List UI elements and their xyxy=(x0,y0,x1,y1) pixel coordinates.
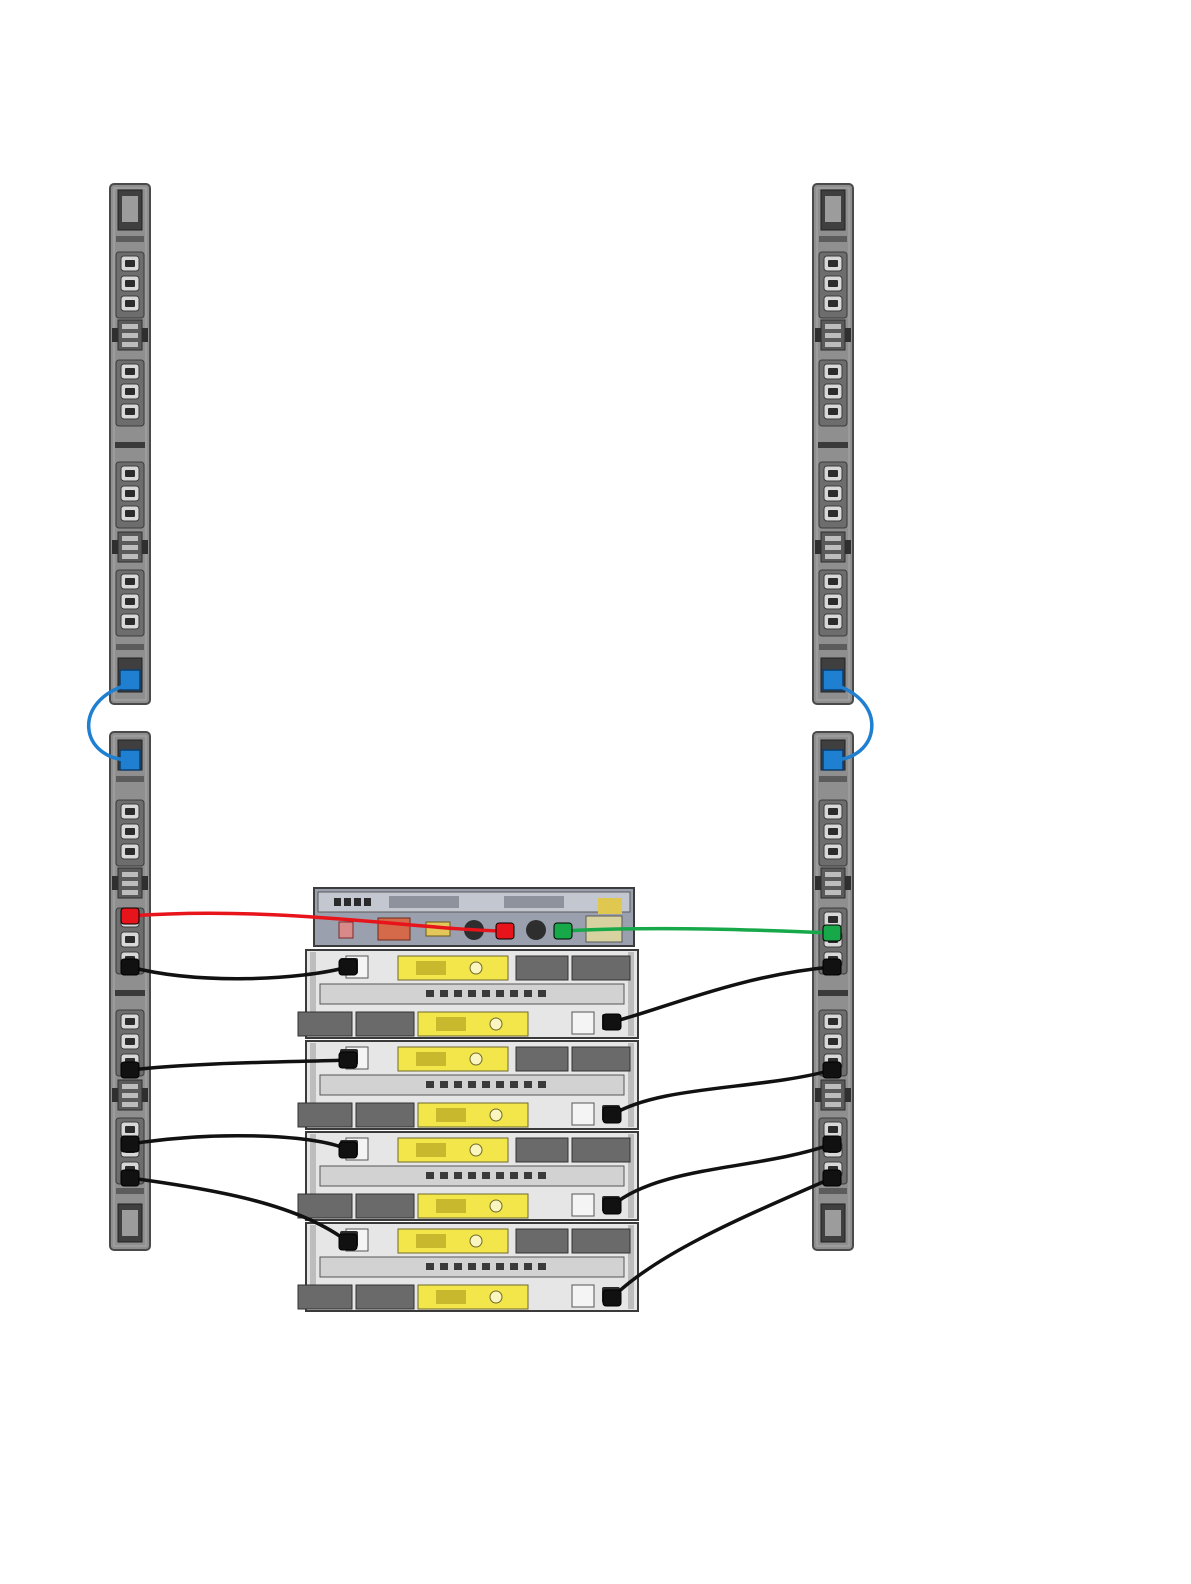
cable-black-2 xyxy=(612,967,832,1022)
vent-grille xyxy=(572,1047,630,1071)
cable-black-7-plug xyxy=(339,1234,357,1250)
psu-module xyxy=(398,956,508,980)
cable-black-3-plug xyxy=(121,1062,139,1078)
cable-black-8 xyxy=(612,1178,832,1298)
vent-grille xyxy=(298,1194,352,1218)
cable-black-8-plug xyxy=(823,1170,841,1186)
psu-module xyxy=(418,1285,528,1309)
cable-black-6-plug xyxy=(823,1136,841,1152)
cable-black-1-plug xyxy=(339,959,357,975)
cable-black-6 xyxy=(612,1144,832,1206)
pdu-upper-left xyxy=(110,184,150,704)
psu-module xyxy=(418,1012,528,1036)
cable-black-4 xyxy=(612,1070,832,1115)
cable-black-8-plug xyxy=(603,1290,621,1306)
cable-black-3-plug xyxy=(339,1052,357,1068)
psu-module xyxy=(398,1047,508,1071)
cable-black-1-plug xyxy=(121,959,139,975)
pdu-divider xyxy=(818,990,848,996)
cable-black-5-plug xyxy=(121,1136,139,1152)
vent-grille xyxy=(572,1138,630,1162)
vent-grille xyxy=(356,1285,414,1309)
vent-grille xyxy=(298,1103,352,1127)
cable-black-7-plug xyxy=(121,1170,139,1186)
cable-black-6-plug xyxy=(603,1198,621,1214)
vent-grille xyxy=(356,1103,414,1127)
vent-grille xyxy=(516,1229,568,1253)
cable-black-4-plug xyxy=(603,1107,621,1123)
cable-black-2-plug xyxy=(823,959,841,975)
cable-red-plug xyxy=(496,923,514,939)
pdu-divider xyxy=(818,442,848,448)
cable-black-2-plug xyxy=(603,1014,621,1030)
vent-grille xyxy=(572,1229,630,1253)
controller-fan xyxy=(526,920,546,940)
psu-module xyxy=(398,1229,508,1253)
cable-green-plug xyxy=(823,925,841,941)
cable-black-4-plug xyxy=(823,1062,841,1078)
vent-grille xyxy=(298,1285,352,1309)
vent-grille xyxy=(516,1047,568,1071)
vent-grille xyxy=(572,956,630,980)
pdu-upper-right xyxy=(813,184,853,704)
vent-grille xyxy=(356,1194,414,1218)
vent-grille xyxy=(516,956,568,980)
vent-grille xyxy=(298,1012,352,1036)
controller xyxy=(314,888,634,946)
pdu-divider xyxy=(115,442,145,448)
vent-grille xyxy=(516,1138,568,1162)
vent-grille xyxy=(356,1012,414,1036)
cable-red-plug xyxy=(121,908,139,924)
cable-green-plug xyxy=(554,923,572,939)
psu-module xyxy=(398,1138,508,1162)
psu-module xyxy=(418,1103,528,1127)
psu-module xyxy=(418,1194,528,1218)
cable-black-5-plug xyxy=(339,1142,357,1158)
pdu-divider xyxy=(115,990,145,996)
